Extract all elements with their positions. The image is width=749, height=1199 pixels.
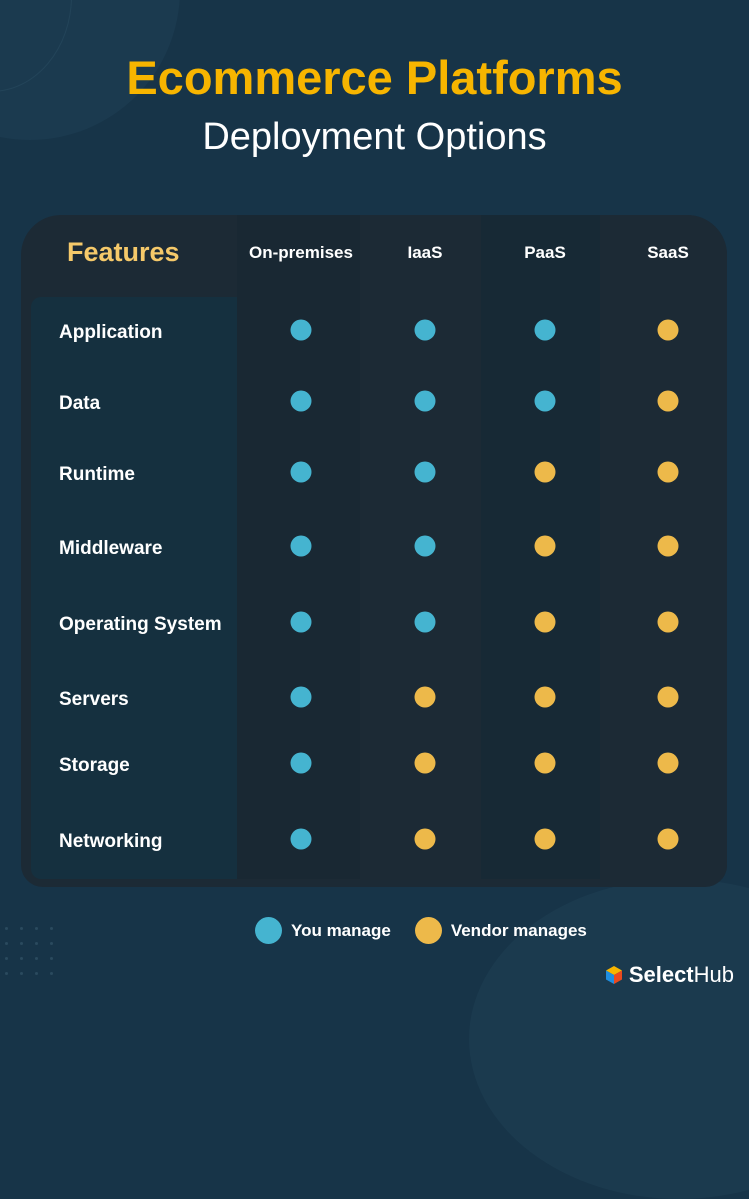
logo-text-bold: Select xyxy=(628,962,694,987)
legend-label: Vendor manages xyxy=(450,920,587,940)
you-manage-dot-icon xyxy=(414,390,436,412)
features-column-bg xyxy=(31,297,237,879)
vendor-manages-dot-icon xyxy=(414,828,436,850)
you-manage-dot-icon xyxy=(290,390,312,412)
vendor-manages-dot-icon xyxy=(657,535,679,557)
vendor-manages-dot-icon xyxy=(657,752,679,774)
vendor-manages-dot-icon xyxy=(657,611,679,633)
you-manage-dot-icon xyxy=(290,752,312,774)
you-manage-dot-icon xyxy=(290,319,312,341)
vendor-manages-dot-icon xyxy=(414,686,436,708)
you-manage-dot-icon xyxy=(255,917,282,944)
row-label: Networking xyxy=(59,831,163,852)
column-header: SaaS xyxy=(647,243,689,262)
vendor-manages-dot-icon xyxy=(534,611,556,633)
column-header: PaaS xyxy=(524,243,566,262)
vendor-manages-dot-icon xyxy=(657,461,679,483)
features-header: Features xyxy=(67,237,180,267)
vendor-manages-dot-icon xyxy=(534,535,556,557)
row-label: Middleware xyxy=(59,538,163,559)
logo-text-regular: Hub xyxy=(693,962,734,987)
vendor-manages-dot-icon xyxy=(414,917,442,944)
cube-logo-icon xyxy=(605,966,622,984)
legend-label: You manage xyxy=(291,920,391,940)
column-header: On-premises xyxy=(249,243,353,262)
row-label: Data xyxy=(59,393,101,414)
legend-item-you: You manage xyxy=(255,917,391,944)
you-manage-dot-icon xyxy=(290,611,312,633)
decorative-dot-grid xyxy=(5,927,65,987)
row-label: Runtime xyxy=(59,464,135,485)
vendor-manages-dot-icon xyxy=(657,828,679,850)
vendor-manages-dot-icon xyxy=(534,461,556,483)
legend: You manage Vendor manages xyxy=(255,917,611,944)
you-manage-dot-icon xyxy=(290,461,312,483)
column-header: IaaS xyxy=(407,243,443,262)
you-manage-dot-icon xyxy=(534,390,556,412)
legend-item-vendor: Vendor manages xyxy=(414,917,587,944)
vendor-manages-dot-icon xyxy=(657,686,679,708)
vendor-manages-dot-icon xyxy=(534,686,556,708)
page-title: Ecommerce Platforms xyxy=(126,51,623,104)
you-manage-dot-icon xyxy=(290,535,312,557)
vendor-manages-dot-icon xyxy=(657,390,679,412)
vendor-manages-dot-icon xyxy=(534,752,556,774)
page-subtitle: Deployment Options xyxy=(202,116,547,158)
row-label: Application xyxy=(59,322,163,343)
row-label: Servers xyxy=(59,689,129,710)
vendor-manages-dot-icon xyxy=(657,319,679,341)
you-manage-dot-icon xyxy=(290,686,312,708)
vendor-manages-dot-icon xyxy=(414,752,436,774)
you-manage-dot-icon xyxy=(290,828,312,850)
you-manage-dot-icon xyxy=(414,535,436,557)
you-manage-dot-icon xyxy=(534,319,556,341)
vendor-manages-dot-icon xyxy=(534,828,556,850)
row-label: Operating System xyxy=(59,614,222,635)
you-manage-dot-icon xyxy=(414,611,436,633)
you-manage-dot-icon xyxy=(414,461,436,483)
row-label: Storage xyxy=(59,755,130,776)
you-manage-dot-icon xyxy=(414,319,436,341)
comparison-table: Features On-premises IaaS PaaS SaaS Applicat… xyxy=(21,215,727,887)
